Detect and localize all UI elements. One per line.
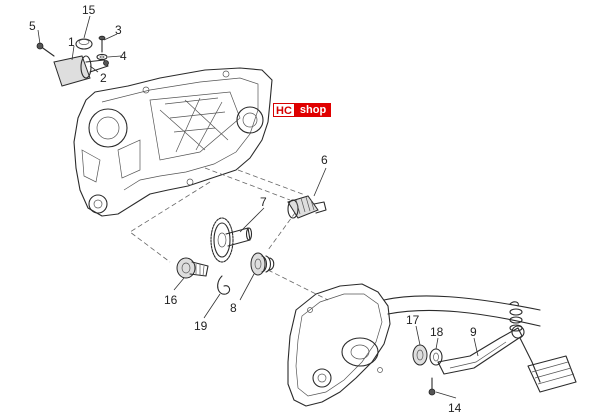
callout-4: 4 [120,49,127,63]
spring-part-8 [250,252,275,276]
hc-shop-logo: HC shop [273,103,332,117]
assembly-line-e [267,269,329,301]
callout-5: 5 [29,19,36,33]
callout-17: 17 [406,313,420,327]
gear-part-7 [210,217,253,263]
starter-pinion-part-16 [176,257,209,279]
callout-8: 8 [230,301,237,315]
crankcase [73,67,273,217]
washer-part-18 [429,348,443,366]
pinion-part-6 [287,195,327,219]
callout-1: 1 [68,35,75,49]
bolt-part-3 [98,35,106,53]
assembly-line-b [237,169,306,196]
callout-16: 16 [164,293,178,307]
pivot-hardware [509,301,523,332]
callout-6: 6 [321,153,328,167]
starter-bolt [36,42,55,57]
assembly-line-c [129,181,211,263]
callout-14: 14 [448,401,462,415]
callout-7: 7 [260,195,267,209]
clip-part-19 [217,275,231,295]
bolt-part-14 [428,377,436,396]
leader-lines [37,15,479,399]
assembly-line-a [204,167,291,201]
cap-part-15 [75,38,93,50]
variator-cover [287,283,541,407]
callout-2: 2 [100,71,107,85]
washer-part-4 [96,53,108,61]
kick-pedal-rubber [527,355,577,393]
kickstart-lever-part-9 [437,325,541,383]
callout-3: 3 [115,23,122,37]
callout-18: 18 [430,325,444,339]
callout-9: 9 [470,325,477,339]
seal-part-17 [412,344,428,366]
logo-hc: HC [273,103,295,117]
logo-shop: shop [294,103,332,117]
callout-15: 15 [82,3,96,17]
callout-19: 19 [194,319,208,333]
